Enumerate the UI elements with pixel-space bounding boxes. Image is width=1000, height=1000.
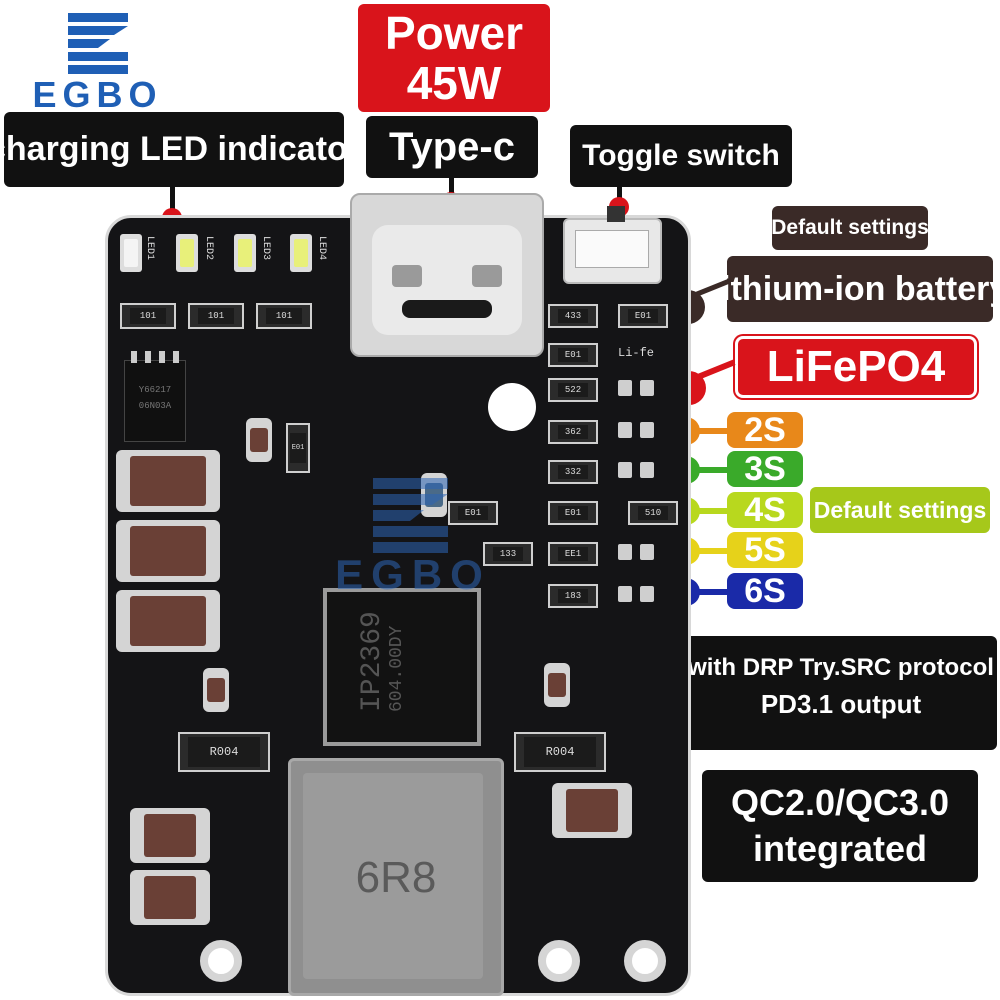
drp-label: with DRP Try.SRC protocol PD3.1 output [685, 636, 997, 750]
type-c-connector [350, 193, 544, 357]
capacitor [130, 870, 210, 925]
power-title: Power [384, 7, 524, 59]
cell-5s-pill: 5S [727, 531, 803, 569]
capacitor [544, 663, 570, 707]
resistor: 433 [548, 304, 598, 328]
cell-2s-line [698, 428, 730, 434]
led-3-label: LED3 [260, 236, 271, 261]
jumper-pad [640, 380, 654, 396]
chip-mark: IP2369 [357, 611, 388, 712]
inductor-mark: 6R8 [355, 853, 437, 902]
mounting-hole [200, 940, 242, 982]
jumper-pad [640, 544, 654, 560]
power-value: 45W [406, 57, 502, 109]
cell-3s-line [698, 467, 730, 473]
resistor: 522 [548, 378, 598, 402]
resistor: 183 [548, 584, 598, 608]
toggle-switch-label: Toggle switch [570, 125, 792, 187]
lifepo4-label: LiFePO4 [735, 336, 977, 398]
cell-6s-line [698, 589, 730, 595]
resistor: 510 [628, 501, 678, 525]
resistor: 101 [188, 303, 244, 329]
mounting-hole [624, 940, 666, 982]
jumper-pad [618, 544, 632, 560]
led-1 [120, 234, 142, 272]
lithium-ion-label: lithium-ion battery [712, 256, 1000, 322]
board-watermark: EGBO [298, 473, 528, 603]
cell-4s-pill: 4S [727, 491, 803, 529]
jumper-pad [618, 462, 632, 478]
power-label: Power 45W [358, 4, 550, 112]
cell-6s-pill: 6S [727, 572, 803, 610]
mosfet-chip: Y66217 06N03A [124, 351, 186, 442]
capacitor [246, 418, 272, 462]
pcb-board: LED1 LED2 LED3 LED4 101 101 101 Y66217 0… [105, 193, 691, 996]
cell-5s-line [698, 548, 730, 554]
jumper-pad [618, 586, 632, 602]
toggle-switch-pointer [617, 187, 622, 205]
resistor: E01 [618, 304, 668, 328]
watermark-logo-icon [373, 478, 448, 553]
jumper-pad [640, 586, 654, 602]
led-2 [176, 234, 198, 272]
shunt-resistor: R004 [514, 732, 606, 772]
logo-mark-icon [68, 13, 128, 74]
resistor: 101 [120, 303, 176, 329]
resistor: E01 [548, 501, 598, 525]
capacitor [116, 590, 220, 652]
resistor: 133 [483, 542, 533, 566]
shunt-resistor: R004 [178, 732, 270, 772]
qc-line2: integrated [752, 828, 928, 869]
brand-logo: EGBO [10, 8, 185, 115]
mosfet-mark: Y66217 [138, 385, 172, 395]
default-settings-right-label: Default settings [810, 487, 990, 533]
resistor: E01 [448, 501, 498, 525]
capacitor [116, 450, 220, 512]
led-4-label: LED4 [316, 236, 327, 261]
capacitor [116, 520, 220, 582]
capacitor [130, 808, 210, 863]
jumper-pad [640, 422, 654, 438]
resistor: 332 [548, 460, 598, 484]
jumper-pad [618, 380, 632, 396]
type-c-label: Type-c [366, 116, 538, 178]
jumper-pad [640, 462, 654, 478]
qc-line1: QC2.0/QC3.0 [730, 782, 950, 823]
mounting-hole [488, 383, 536, 431]
default-settings-top-label: Default settings [771, 206, 929, 250]
resistor: EE1 [548, 542, 598, 566]
drp-line1: with DRP Try.SRC protocol [688, 654, 994, 681]
chip-code: 604.00DY [387, 625, 407, 712]
qc-label: QC2.0/QC3.0 integrated [702, 770, 978, 882]
ip2369-chip: IP2369 604.00DY [323, 588, 481, 746]
capacitor [203, 668, 229, 712]
drp-line2: PD3.1 output [760, 689, 922, 719]
type-c-pointer [449, 178, 454, 200]
lifepo-mark: Li-fe [618, 346, 655, 360]
cell-2s-pill: 2S [727, 411, 803, 449]
watermark-text: EGBO [335, 551, 491, 598]
led-2-label: LED2 [203, 236, 214, 261]
toggle-switch-body [563, 206, 662, 284]
led-3 [234, 234, 256, 272]
inductor-6r8: 6R8 [288, 758, 504, 996]
led-indicator-pointer [170, 187, 175, 217]
resistor: 362 [548, 420, 598, 444]
resistor: 101 [256, 303, 312, 329]
cell-3s-pill: 3S [727, 450, 803, 488]
led-1-label: LED1 [144, 236, 155, 261]
led-indicator-label: charging LED indicator [0, 112, 361, 187]
jumper-pad [618, 422, 632, 438]
brand-name: EGBO [32, 74, 163, 115]
resistor: E01 [548, 343, 598, 367]
mosfet-mark-2: 06N03A [138, 401, 172, 411]
mounting-hole [538, 940, 580, 982]
resistor: E01 [286, 423, 310, 473]
capacitor [552, 783, 632, 838]
led-4 [290, 234, 312, 272]
cell-4s-line [698, 508, 730, 514]
